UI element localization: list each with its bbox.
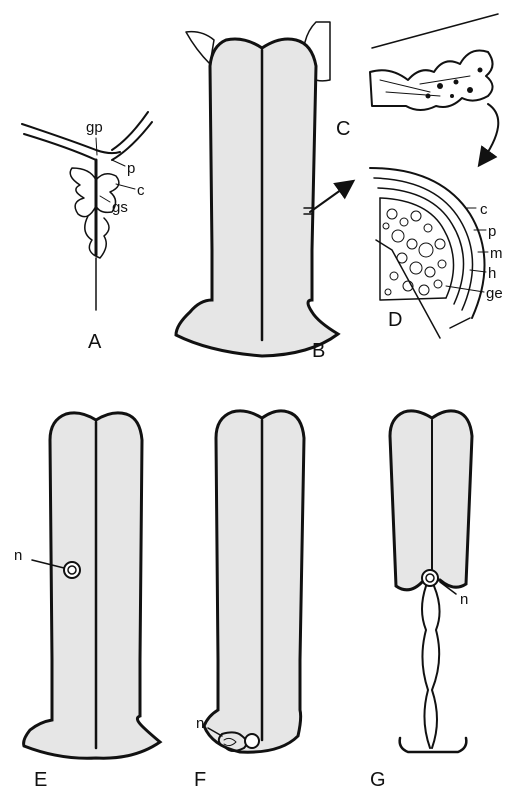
panel-label-g: G bbox=[370, 769, 386, 791]
label-e-n: n bbox=[14, 547, 22, 564]
panel-label-e: E bbox=[34, 769, 47, 791]
panel-g-drawing bbox=[390, 411, 472, 752]
label-gs: gs bbox=[112, 199, 128, 216]
label-d-c: c bbox=[480, 201, 488, 218]
panel-e-drawing bbox=[24, 413, 160, 758]
panel-b-drawing bbox=[176, 22, 338, 356]
nucleus-f bbox=[245, 734, 259, 748]
label-gp: gp bbox=[86, 119, 103, 136]
panel-label-d: D bbox=[388, 309, 402, 331]
panel-label-b: B bbox=[312, 340, 325, 362]
arrow-b-to-c bbox=[310, 182, 352, 212]
panel-label-a: A bbox=[88, 331, 102, 353]
label-d-h: h bbox=[488, 265, 496, 282]
label-p: p bbox=[127, 160, 135, 177]
panel-a-drawing bbox=[22, 112, 152, 310]
panel-f-drawing bbox=[204, 411, 304, 752]
label-f-n: n bbox=[196, 715, 204, 732]
label-c: c bbox=[137, 182, 145, 199]
arrow-c-to-d bbox=[480, 104, 498, 164]
label-d-ge: ge bbox=[486, 285, 503, 302]
label-d-p: p bbox=[488, 223, 496, 240]
label-g-n: n bbox=[460, 591, 468, 608]
panel-label-c: C bbox=[336, 118, 350, 140]
label-d-m: m bbox=[490, 245, 503, 262]
panel-c-drawing bbox=[370, 14, 498, 110]
panel-label-f: F bbox=[194, 769, 206, 791]
